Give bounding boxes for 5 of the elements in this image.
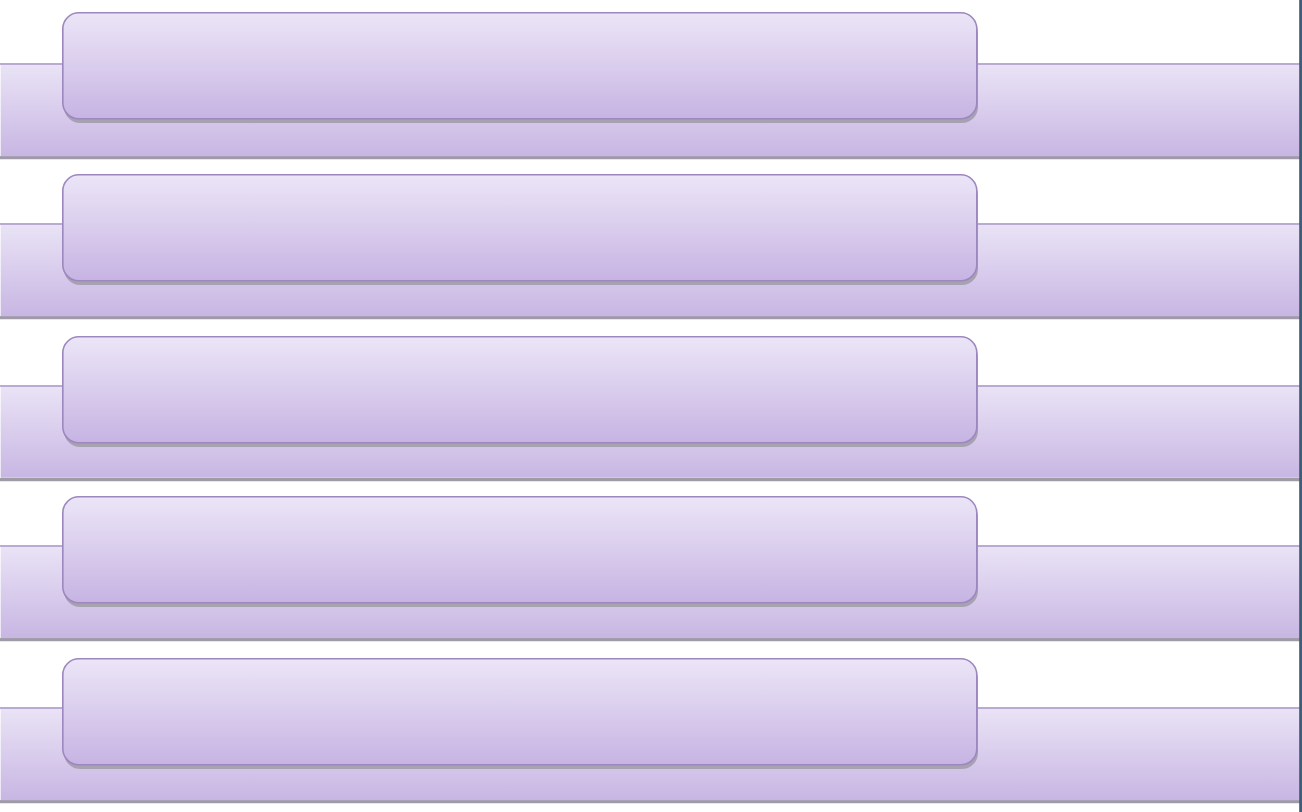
rounded-box bbox=[62, 336, 978, 447]
rounded-box bbox=[62, 12, 978, 123]
rounded-box bbox=[62, 496, 978, 607]
rounded-box bbox=[62, 174, 978, 285]
rounded-box bbox=[62, 658, 978, 769]
